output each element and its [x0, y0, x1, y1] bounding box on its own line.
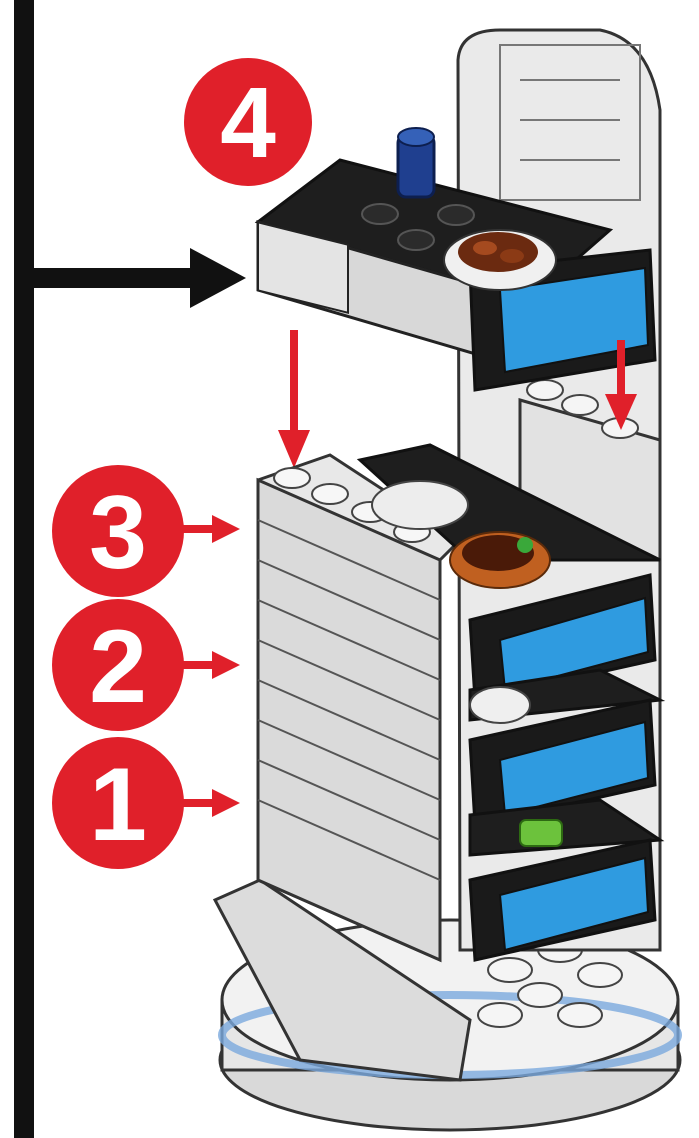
food-plate-top	[444, 230, 556, 290]
step-badge-1: 1	[52, 737, 184, 869]
step-number-3: 3	[89, 475, 147, 591]
blue-stud	[398, 128, 434, 197]
step-number-1: 1	[89, 747, 147, 863]
step-number-4: 4	[220, 67, 276, 179]
step-badge-3: 3	[52, 465, 184, 597]
step-badge-4: 4	[184, 58, 312, 186]
front-column	[258, 455, 460, 960]
pointer-arrow-icon	[182, 515, 240, 817]
step-badge-2: 2	[52, 599, 184, 731]
step-number-2: 2	[89, 609, 147, 725]
